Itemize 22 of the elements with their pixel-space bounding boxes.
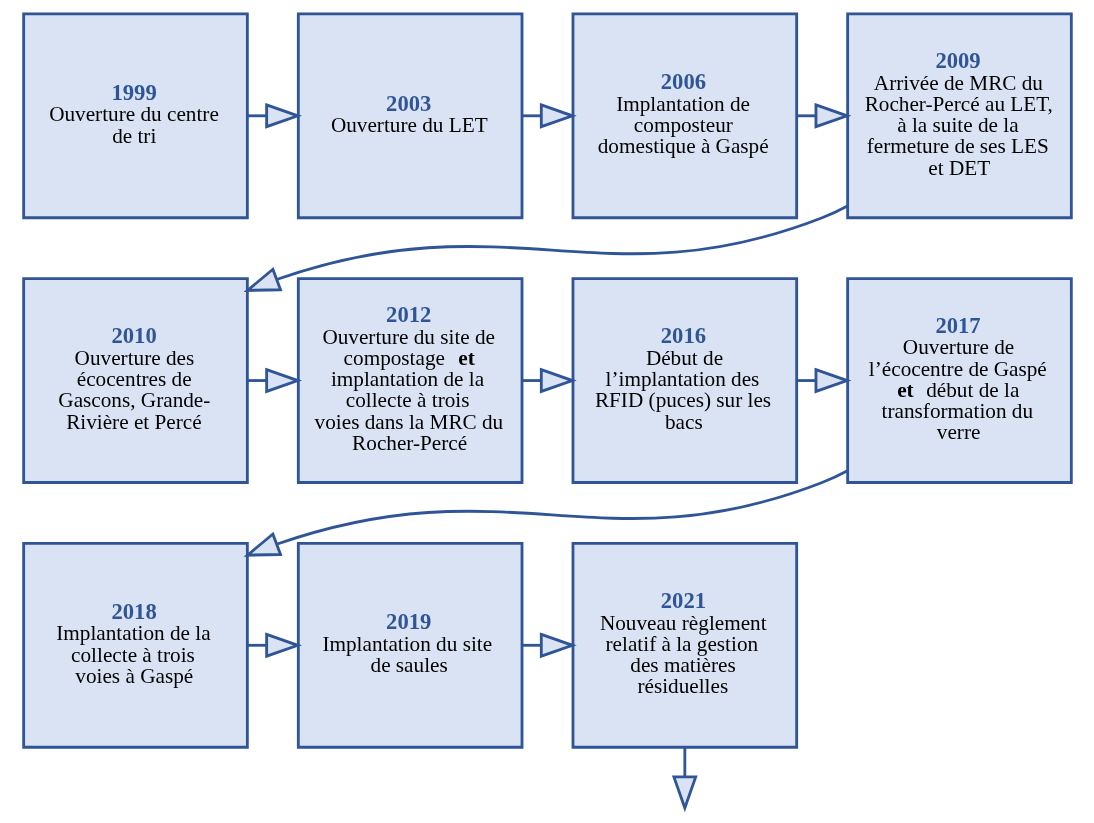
node-box: 2010 Ouverture des écocentres de Gascons, Grande-Rivière et Percé [21,277,249,484]
arrow [521,367,577,394]
arrow [247,632,302,659]
node-box: 2019 Implantation du site de saules [296,541,523,749]
arrow [247,102,302,129]
arrow [521,102,577,129]
arrow [521,632,577,659]
arrow [243,469,848,557]
arrow [243,204,848,292]
node-box: 2006 Implantation de composteur domestique à Gaspé [571,12,798,220]
node-box: 2009 Arrivée de MRC du Rocher-Percé au LET, à la suite de la fermeture de ses LES et DET [845,12,1073,220]
arrow [247,367,302,394]
node-box: 2018 Implantation de la collecte à trois voies à Gaspé [21,541,249,749]
arrow [796,367,851,394]
arrow [796,102,851,129]
node-box: 1999 Ouverture du centre de tri [21,12,249,220]
node-box: 2017 Ouverture de l’écocentre de Gaspé et début de la transformation du verre [845,277,1073,484]
node-box: 2003 Ouverture du LET [296,12,523,220]
node-box: 2021 Nouveau règlement relatif à la gestion des matières résiduelles [571,541,798,749]
arrow [671,747,698,813]
node-box: 2012 Ouverture du site de compostage et implantation de la collecte à trois voies dans la MRC du Rocher-Percé [296,277,523,484]
node-box: 2016 Début de l’implantation des RFID (puces) sur les bacs [571,277,798,484]
